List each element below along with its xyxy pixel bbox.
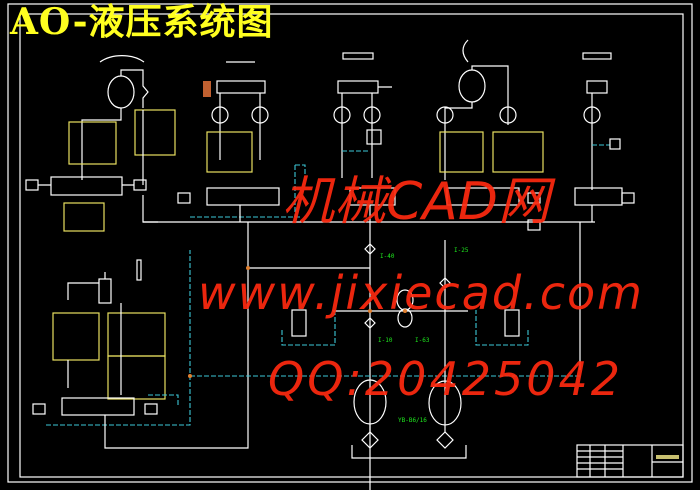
outer-frame xyxy=(7,3,693,483)
motor-circuit-1 xyxy=(25,55,176,232)
title-block xyxy=(576,444,684,478)
pump-station: YB-B6/16 I-25 I-10 I-63 I-40 xyxy=(188,240,580,459)
pump-label: YB-B6/16 xyxy=(398,417,427,424)
cylinder-circuit-2 xyxy=(177,61,280,222)
check-valve-label: I-25 xyxy=(454,247,469,254)
drawing-title: AO-液压系统图 xyxy=(10,1,274,43)
inner-frame xyxy=(19,13,684,478)
watermark-site-name: 机械CAD网 xyxy=(282,172,550,232)
watermark-qq: QQ:20425042 xyxy=(268,352,624,406)
clamp-circuit-5 xyxy=(574,52,635,370)
watermark-url: www.jixiecad.com xyxy=(198,266,644,320)
cylinder-circuit-3 xyxy=(333,52,396,490)
check-valve-label: I-40 xyxy=(380,253,395,260)
lower-left-circuit xyxy=(32,222,249,449)
check-valve-label: I-63 xyxy=(415,337,430,344)
check-valve-label: I-10 xyxy=(378,337,393,344)
motor-circuit-4 xyxy=(436,39,544,231)
